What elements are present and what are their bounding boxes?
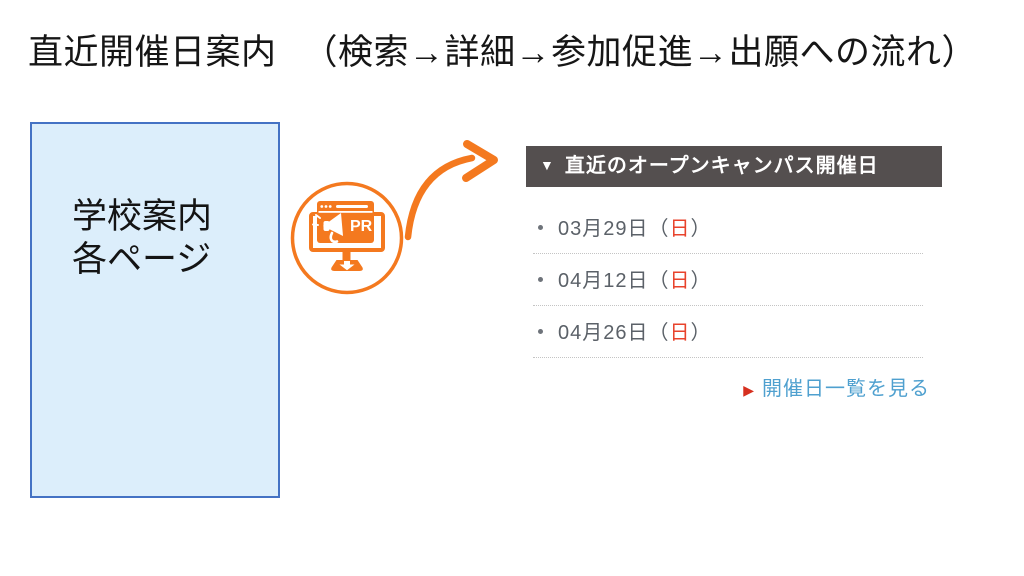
date-prefix: 04月12日（ (558, 270, 670, 292)
date-list: 03月29日（日） 04月12日（日） 04月26日（日） (533, 202, 923, 358)
curved-arrow-icon (404, 140, 498, 241)
bullet-dot-icon (538, 277, 543, 283)
megaphone-icon (312, 213, 343, 244)
date-list-item: 04月12日（日） (533, 254, 923, 306)
date-day: 日 (669, 218, 691, 240)
date-suffix: ） (690, 322, 712, 344)
date-prefix: 03月29日（ (558, 218, 670, 240)
date-day: 日 (669, 270, 691, 292)
circle-outline (290, 181, 404, 295)
open-campus-widget: ▼直近のオープンキャンパス開催日 03月29日（日） 04月12日（日） 04月… (526, 146, 942, 401)
pr-icon-svg: PR (290, 181, 404, 295)
pr-megaphone-monitor-icon: PR (290, 181, 404, 295)
school-guide-box-label: 学校案内 各ページ (32, 124, 278, 281)
date-list-item: 04月26日（日） (533, 306, 923, 358)
date-prefix: 04月26日（ (558, 322, 670, 344)
pr-browser-window: PR (312, 201, 374, 244)
page-title: 直近開催日案内 （検索→詳細→参加促進→出願への流れ） (28, 24, 977, 75)
bullet-dot-icon (538, 329, 543, 335)
bullet-dot-icon (538, 225, 543, 231)
link-row: ▶ 開催日一覧を見る (526, 372, 930, 401)
date-list-item: 03月29日（日） (533, 202, 923, 254)
date-day: 日 (669, 322, 691, 344)
title-flow-steps: （検索→詳細→参加促進→出願への流れ） (302, 33, 978, 72)
widget-header-label: 直近のオープンキャンパス開催日 (564, 155, 879, 177)
date-suffix: ） (690, 218, 712, 240)
date-suffix: ） (690, 270, 712, 292)
view-all-dates-link[interactable]: ▶ 開催日一覧を見る (743, 378, 930, 400)
box-label-line1: 学校案内 (72, 197, 213, 236)
title-main: 直近開催日案内 (28, 33, 277, 72)
widget-header: ▼ 直近のオープンキャンパス開催日 (526, 146, 942, 187)
box-label-line2: 各ページ (72, 239, 212, 279)
triangle-down-icon: ▼ (540, 157, 555, 173)
view-all-dates-label: 開催日一覧を見る (762, 378, 930, 400)
school-guide-box: 学校案内 各ページ (30, 122, 280, 498)
triangle-right-icon: ▶ (743, 382, 755, 398)
pr-label: PR (350, 218, 373, 235)
